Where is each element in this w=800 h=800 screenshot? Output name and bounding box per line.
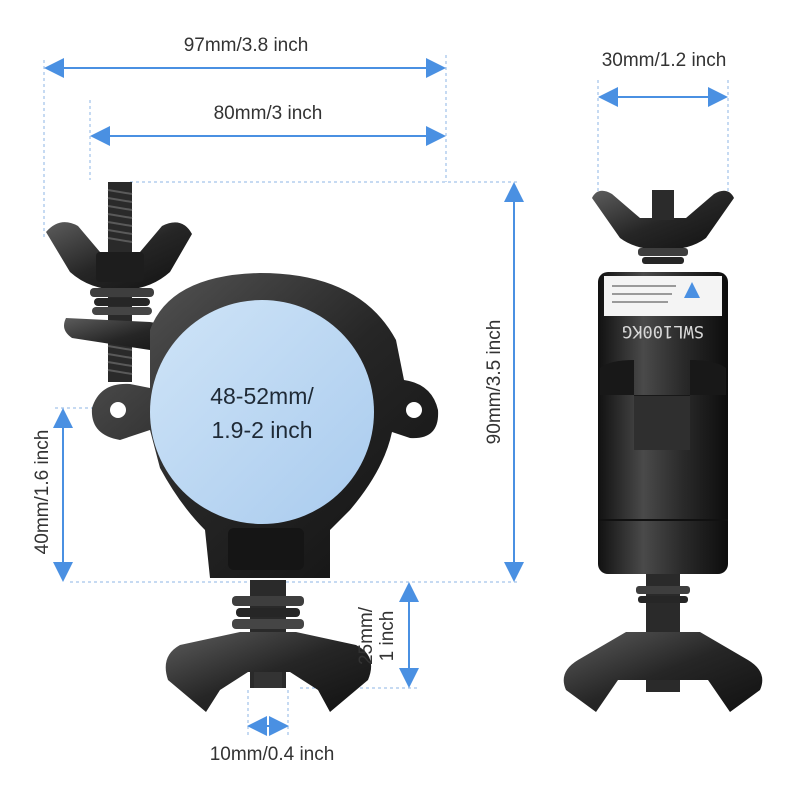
warning-triangle-icon [684, 282, 700, 298]
dim-overall-width: 97mm/3.8 inch [44, 35, 446, 78]
guide-lines [43, 55, 729, 738]
bottom-bolt [165, 580, 372, 712]
dim-lower-height: 40mm/1.6 inch [32, 408, 73, 582]
top-wing-nut [46, 222, 192, 290]
side-bottom-wing-nut [563, 632, 763, 712]
dim-bolt-diameter: 10mm/0.4 inch [210, 716, 335, 765]
bottom-block [228, 528, 304, 570]
dim-overall-width-label: 97mm/3.8 inch [184, 35, 309, 56]
pipe-circle [150, 300, 374, 524]
front-clamp: 48-52mm/ 1.9-2 inch [46, 182, 439, 712]
dim-inner-width-label: 80mm/3 inch [214, 103, 323, 124]
left-ear-hole [110, 402, 126, 418]
pipe-range-line1: 48-52mm/ [210, 383, 314, 409]
dim-lower-height-label: 40mm/1.6 inch [32, 430, 53, 555]
side-clamp: SWL100KG [563, 190, 763, 712]
right-ear-hole [406, 402, 422, 418]
dim-bolt-length: 25mm/ 1 inch [356, 582, 419, 688]
dim-inner-width: 80mm/3 inch [90, 103, 446, 146]
dim-side-width: 30mm/1.2 inch [598, 50, 728, 107]
dim-side-width-label: 30mm/1.2 inch [602, 50, 727, 71]
dim-bolt-length-label-2: 1 inch [377, 611, 398, 662]
top-washers [90, 288, 154, 315]
dim-height-label: 90mm/3.5 inch [484, 320, 505, 445]
side-load-label: SWL100KG [622, 321, 704, 341]
dim-bolt-length-label-1: 25mm/ [356, 606, 377, 665]
side-label-sticker [604, 276, 722, 316]
side-top-wing-nut [592, 190, 734, 250]
dim-height: 90mm/3.5 inch [484, 182, 524, 582]
dim-bolt-diameter-label: 10mm/0.4 inch [210, 744, 335, 765]
pipe-range-line2: 1.9-2 inch [211, 417, 312, 443]
